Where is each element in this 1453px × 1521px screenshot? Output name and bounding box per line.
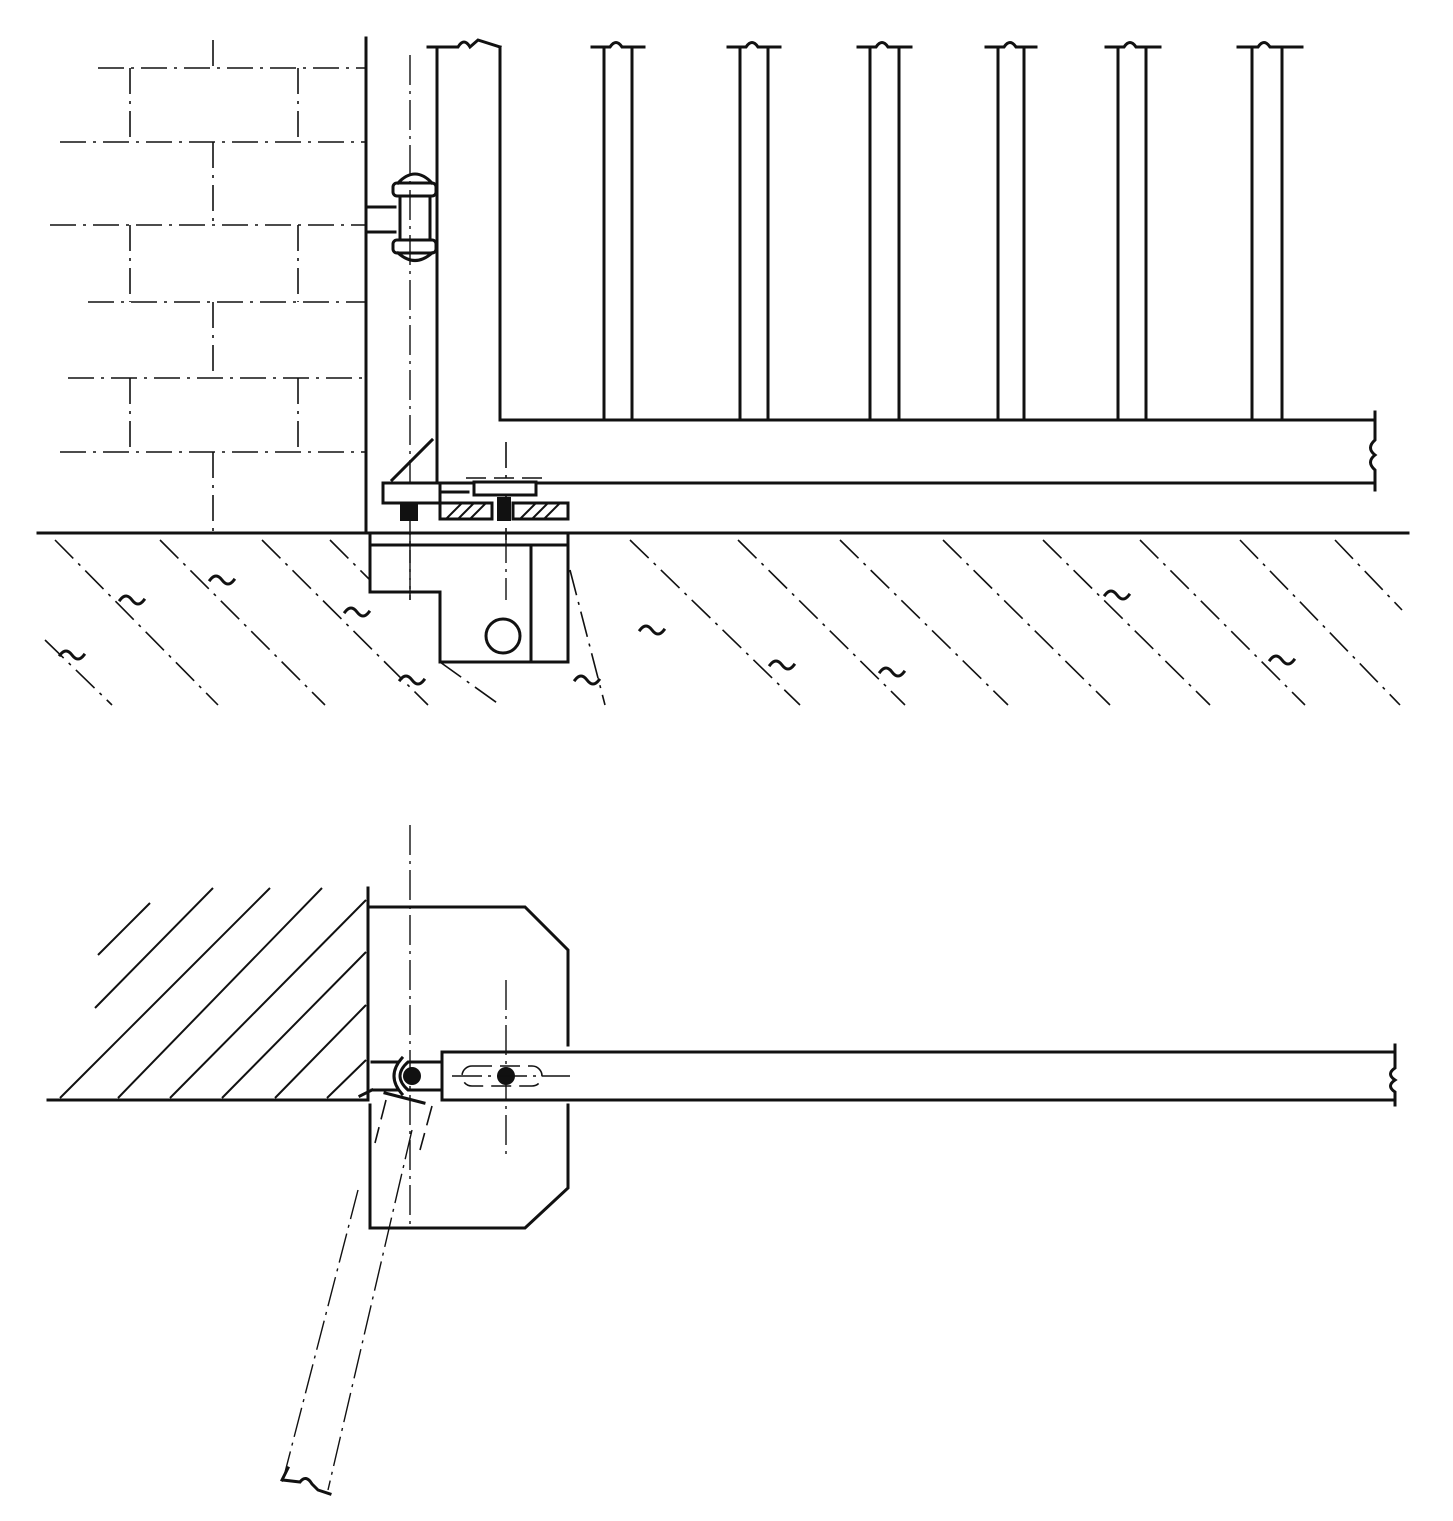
plan-view: [46, 825, 1398, 1496]
gate-open-phantom: [279, 1091, 433, 1496]
ground-hatching: [44, 539, 1403, 706]
gate-bar: [590, 41, 646, 422]
pivot-pin-wall: [403, 1067, 421, 1085]
gate-leaf-plan: [440, 1043, 1398, 1107]
elevation-view: [36, 36, 1410, 706]
brick-wall: [50, 36, 368, 535]
gate-frame: [426, 38, 1378, 540]
hinge-knuckle-plan: [357, 1055, 442, 1099]
gate-bar: [856, 41, 913, 422]
wall-hinge: [364, 172, 438, 262]
gate-bar: [984, 41, 1038, 422]
bottom-pivot-assembly: [368, 437, 570, 664]
gate-bar: [1236, 41, 1304, 422]
gate-bars: [590, 41, 1304, 422]
gate-bar: [726, 41, 782, 422]
gate-bar: [1104, 41, 1162, 422]
wall-section: [46, 886, 370, 1102]
base-plate: [368, 825, 570, 1230]
